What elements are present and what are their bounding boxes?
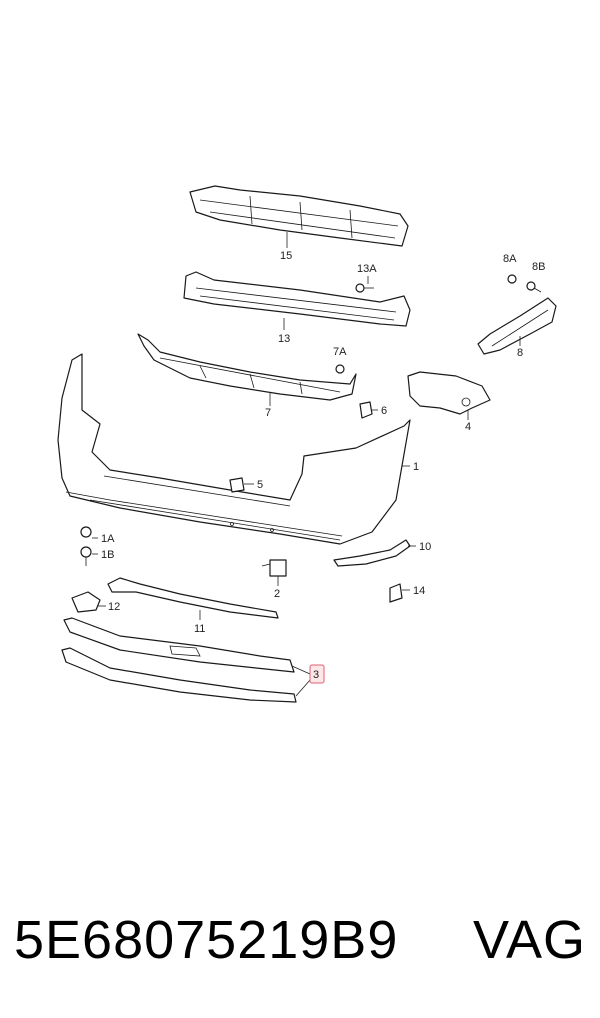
callout-4[interactable]: 4 [465, 421, 471, 433]
part-1b-screw[interactable] [80, 546, 92, 566]
part-8b-screw[interactable] [526, 281, 542, 293]
part-11-strip[interactable] [107, 577, 279, 619]
callout-14[interactable]: 14 [413, 585, 425, 597]
part-12-bracket[interactable] [71, 591, 101, 613]
part-1-bumper-cover[interactable] [57, 353, 411, 545]
part-3-diffuser-lower[interactable] [61, 647, 297, 703]
callout-11[interactable]: 11 [194, 623, 205, 635]
callout-1[interactable]: 1 [413, 461, 419, 473]
callout-2[interactable]: 2 [274, 588, 280, 600]
part-14-clip[interactable] [389, 583, 403, 603]
callout-6[interactable]: 6 [381, 405, 387, 417]
part-2-sensor[interactable] [261, 559, 287, 577]
part-number: 5E68075219B9 [14, 910, 399, 970]
part-4-side-guide[interactable] [407, 371, 491, 415]
part-13a-bolt[interactable] [355, 283, 374, 293]
callout-8a[interactable]: 8A [503, 253, 517, 265]
part-15-impact-absorber[interactable] [189, 185, 409, 247]
callout-8[interactable]: 8 [517, 347, 523, 359]
callout-3-highlight [309, 664, 325, 684]
leader-3 [291, 665, 311, 697]
part-13-reinforcement[interactable] [183, 271, 411, 327]
part-7-guide[interactable] [137, 333, 357, 401]
callout-1a[interactable]: 1A [101, 533, 115, 545]
parts-diagram: 15 13A 8A 8B 13 8 7 7A 6 [57, 185, 557, 703]
part-8-bracket[interactable] [477, 297, 557, 355]
callout-10[interactable]: 10 [419, 541, 431, 553]
callout-13a[interactable]: 13A [357, 263, 377, 275]
part-6-clip[interactable] [359, 401, 373, 419]
part-7a-nut[interactable] [335, 364, 345, 374]
callout-12[interactable]: 12 [108, 601, 120, 613]
part-8a-clip[interactable] [507, 274, 517, 284]
part-10-trim-strip[interactable] [333, 539, 411, 567]
callout-1b[interactable]: 1B [101, 549, 114, 561]
callout-5[interactable]: 5 [257, 479, 263, 491]
brand: VAG [472, 910, 586, 970]
callout-15[interactable]: 15 [280, 250, 292, 262]
footer: 5E68075219B9 VAG [0, 905, 600, 975]
callout-8b[interactable]: 8B [532, 261, 545, 273]
callout-3[interactable]: 3 [313, 669, 319, 681]
part-5-cap[interactable] [229, 477, 245, 493]
callout-13[interactable]: 13 [278, 333, 290, 345]
part-1a-clip[interactable] [80, 526, 92, 538]
callout-7a[interactable]: 7A [333, 346, 347, 358]
callout-7[interactable]: 7 [265, 407, 271, 419]
